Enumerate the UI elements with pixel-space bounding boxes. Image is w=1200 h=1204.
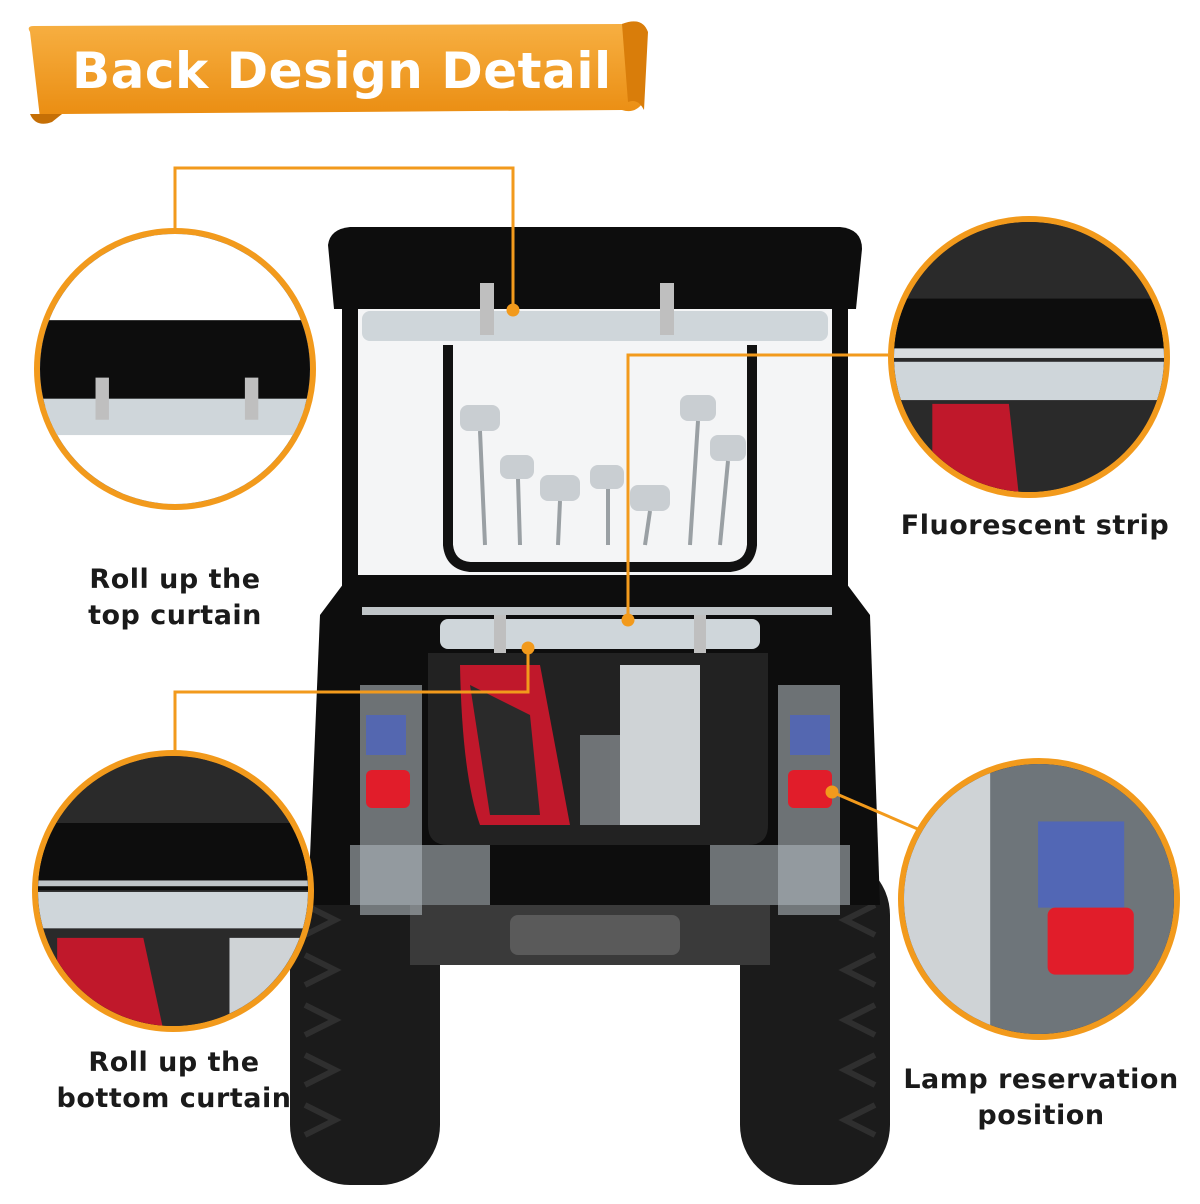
banner-title: Back Design Detail bbox=[72, 42, 612, 100]
label-top-curtain: Roll up the top curtain bbox=[40, 562, 310, 634]
top-curtain-detail-image bbox=[40, 234, 310, 504]
callout-top-curtain bbox=[34, 228, 316, 510]
label-bottom-curtain-line2: bottom curtain bbox=[56, 1083, 292, 1114]
callout-bottom-curtain bbox=[32, 750, 314, 1032]
label-top-curtain-line2: top curtain bbox=[88, 600, 262, 631]
fluorescent-strip-detail-image bbox=[894, 222, 1164, 492]
label-lamp-reservation-line1: Lamp reservation bbox=[903, 1064, 1179, 1095]
callout-fluorescent-strip bbox=[888, 216, 1170, 498]
label-bottom-curtain: Roll up the bottom curtain bbox=[30, 1045, 318, 1117]
banner-ribbon bbox=[28, 21, 648, 124]
golf-cart-rear-view bbox=[290, 215, 910, 1200]
title-banner: Back Design Detail bbox=[22, 18, 652, 130]
callout-lamp-reservation bbox=[898, 758, 1180, 1040]
label-lamp-reservation-line2: position bbox=[977, 1100, 1105, 1131]
label-lamp-reservation: Lamp reservation position bbox=[896, 1062, 1186, 1134]
lamp-reservation-detail-image bbox=[904, 764, 1174, 1034]
label-bottom-curtain-line1: Roll up the bbox=[88, 1047, 260, 1078]
label-fluorescent-strip: Fluorescent strip bbox=[880, 508, 1190, 544]
label-top-curtain-line1: Roll up the bbox=[89, 564, 261, 595]
label-fluorescent-strip-line1: Fluorescent strip bbox=[900, 510, 1170, 541]
bottom-curtain-detail-image bbox=[38, 756, 308, 1026]
